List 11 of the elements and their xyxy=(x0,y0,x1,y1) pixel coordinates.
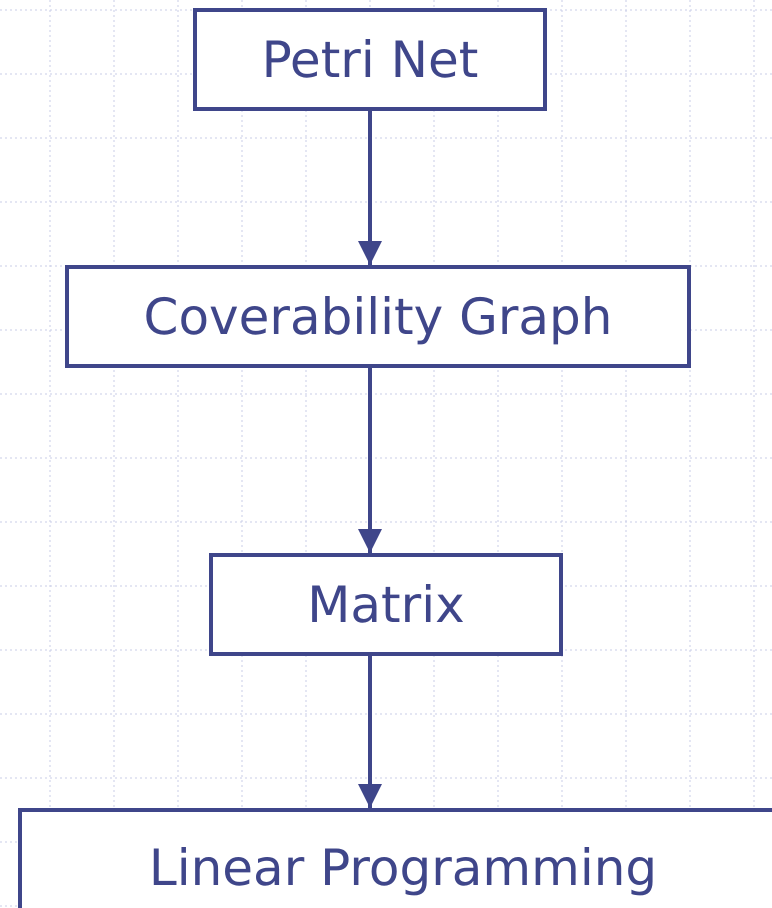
box-label: Petri Net xyxy=(262,30,478,88)
process-box xyxy=(65,265,691,368)
process-box xyxy=(18,808,772,908)
arrow xyxy=(358,111,382,265)
box-label: Matrix xyxy=(307,576,465,634)
box-label: Coverability Graph xyxy=(144,288,612,346)
process-box xyxy=(193,8,547,111)
box-label: Linear Programming xyxy=(148,839,658,897)
arrow xyxy=(358,656,382,808)
arrow xyxy=(358,368,382,553)
process-box xyxy=(209,553,563,656)
